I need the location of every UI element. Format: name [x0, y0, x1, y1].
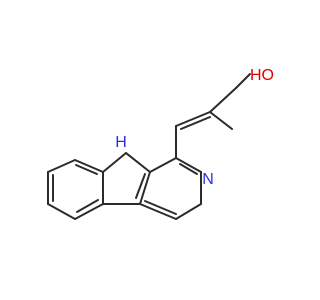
bond-side-double — [180, 116, 211, 130]
bond-side-2 — [175, 111, 211, 127]
bond-benzene-double-2 — [76, 199, 99, 213]
bond-side-5 — [235, 73, 251, 89]
bond-pyrrole-double — [135, 173, 146, 199]
atom-labels: H N HO — [115, 67, 274, 188]
structure-canvas: H N HO — [47, 67, 274, 220]
bond-pyridine-5 — [139, 203, 177, 220]
bond-benzene-6 — [74, 159, 104, 173]
bond-benzene-double-3 — [75, 164, 98, 175]
pyrrole-ring — [102, 152, 151, 205]
bond-pyridine-1 — [149, 157, 177, 173]
nh-label: H — [115, 134, 127, 151]
hydroxyl-label: HO — [250, 67, 274, 84]
bond-pyridine-double-1 — [179, 163, 198, 175]
molecule-diagram: H N HO — [47, 67, 274, 220]
bond-benzene-3 — [47, 203, 76, 220]
bond-side-3 — [209, 111, 233, 130]
bond-pyrrole-2 — [139, 171, 151, 205]
benzene-ring — [47, 159, 104, 220]
bond-pyrrole-3 — [125, 152, 151, 173]
side-chain — [175, 73, 251, 159]
bond-benzene-1 — [47, 159, 76, 173]
pyridine-nitrogen-label: N — [202, 171, 214, 188]
bond-benzene-4 — [74, 203, 104, 220]
bond-pyrrole-4 — [102, 152, 127, 173]
bond-pyridine-2 — [175, 157, 202, 173]
bond-pyridine-4 — [175, 203, 202, 220]
bond-pyridine-double-2 — [144, 200, 177, 215]
bond-side-4 — [209, 87, 237, 113]
pyridine-ring — [139, 157, 202, 220]
